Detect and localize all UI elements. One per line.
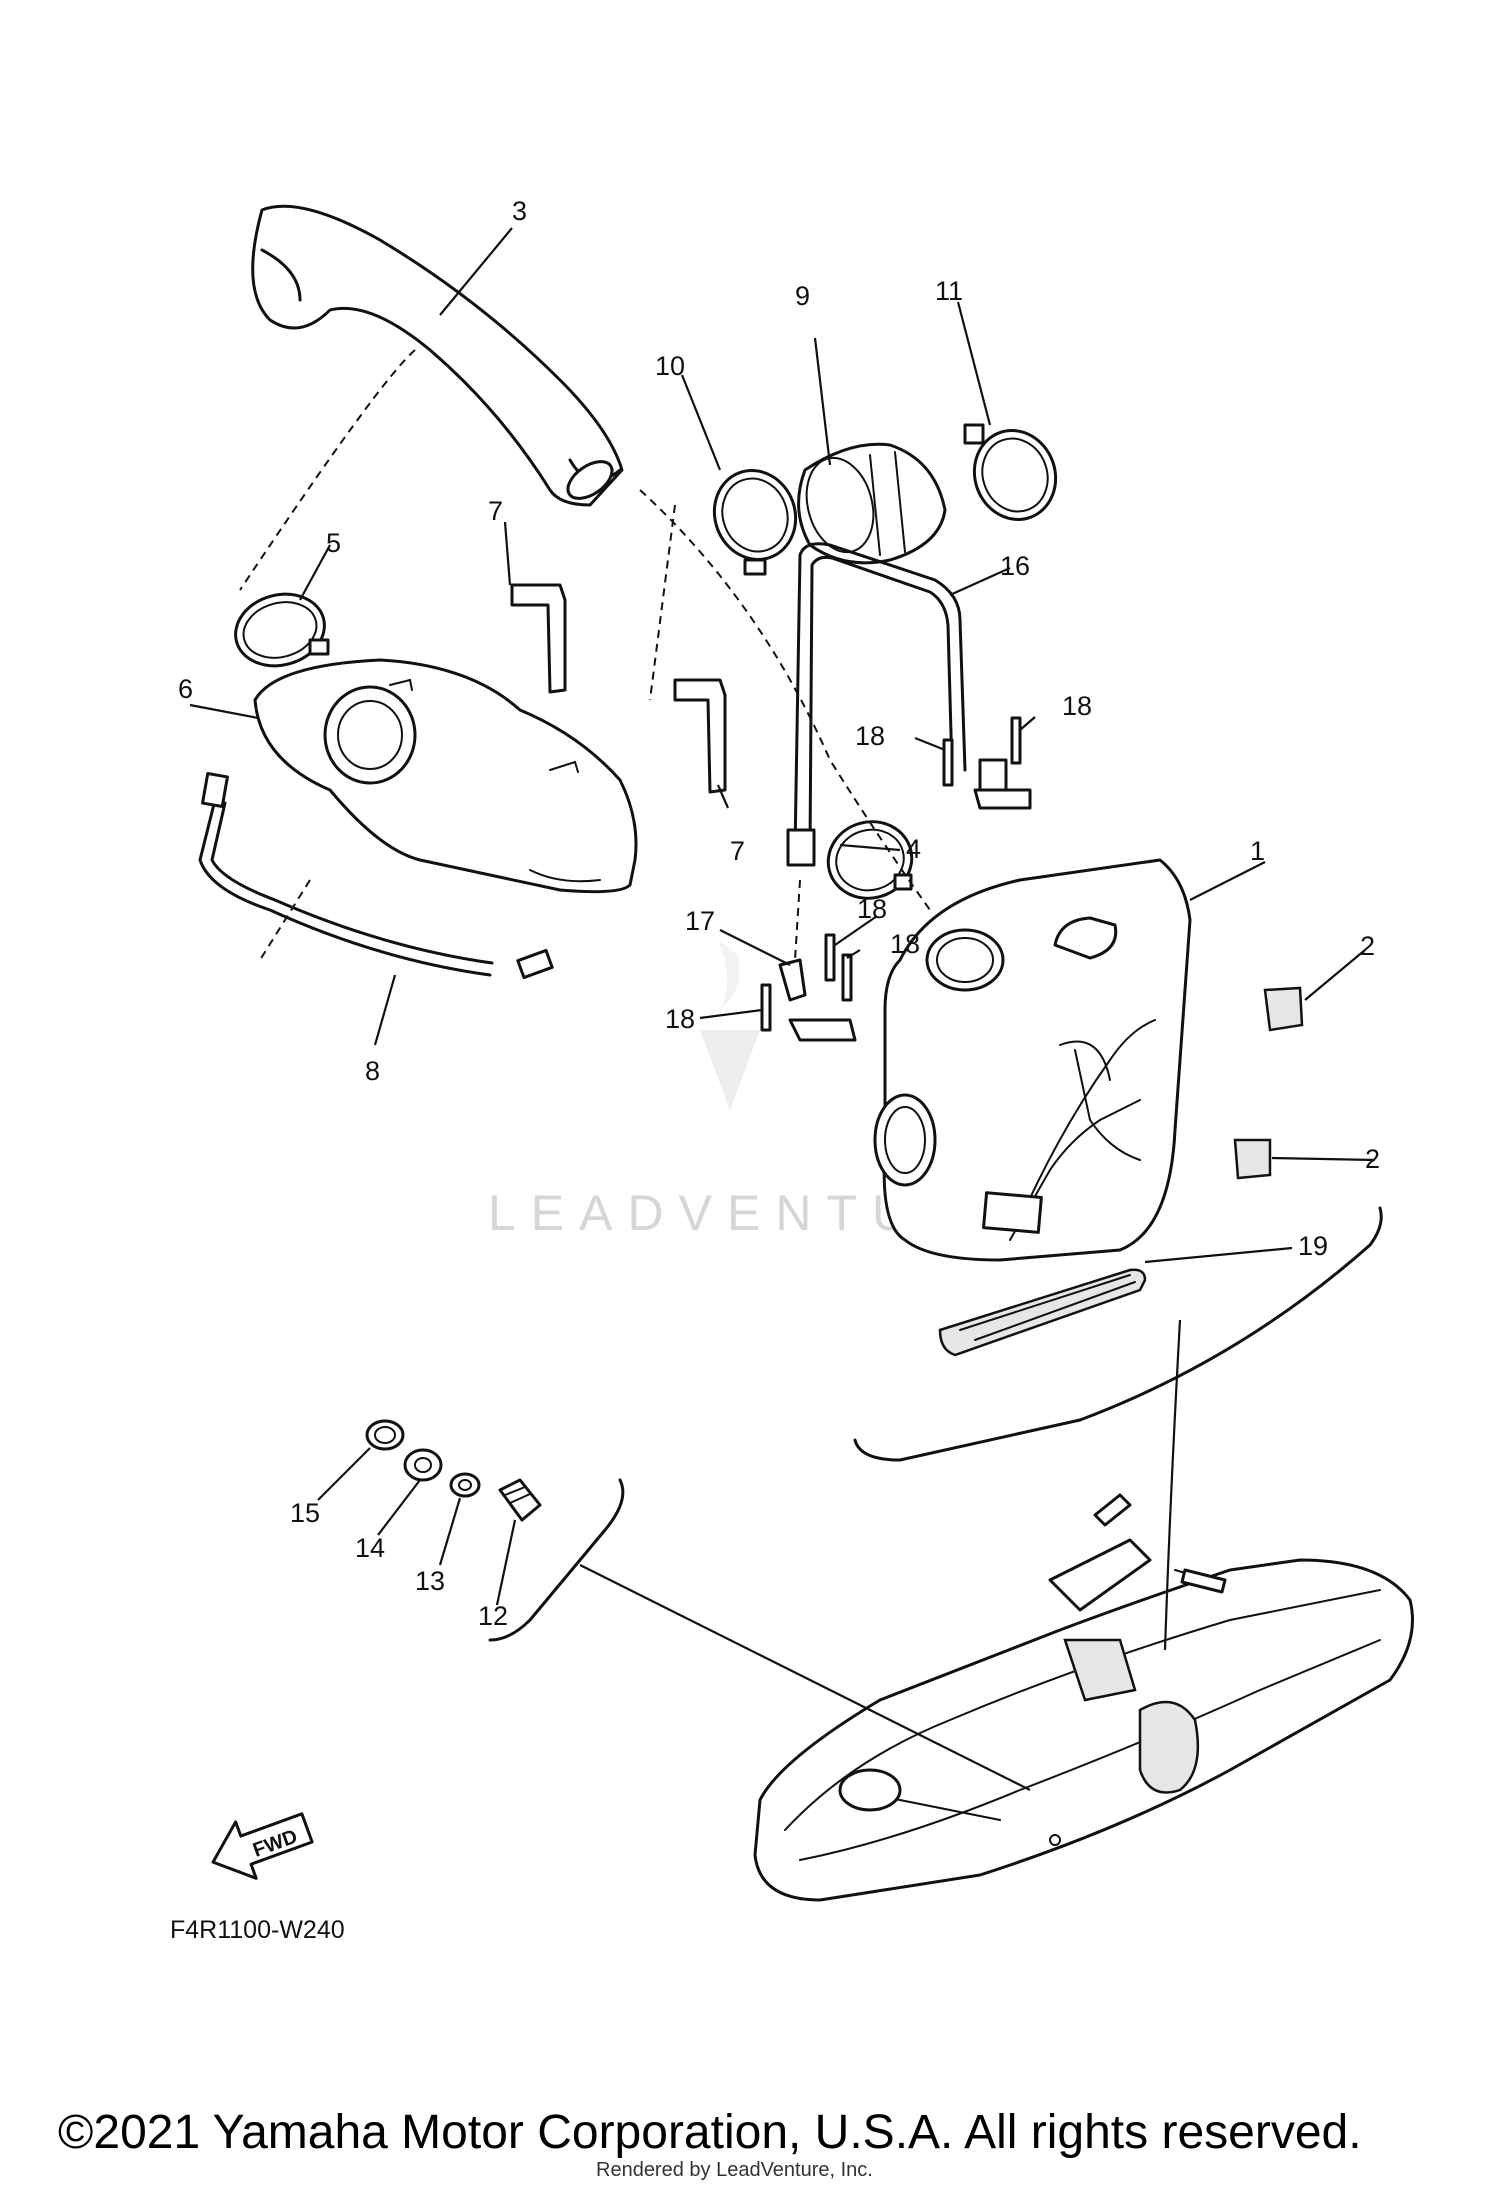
callout-4: 4 bbox=[906, 834, 921, 864]
part-16-strap bbox=[786, 542, 1008, 867]
part-4-clamp bbox=[826, 820, 914, 900]
callout-5: 5 bbox=[326, 528, 341, 558]
part-3-intake-pipe bbox=[251, 204, 624, 507]
part-2-cap-upper bbox=[1263, 986, 1304, 1032]
callout-3: 3 bbox=[512, 196, 527, 226]
part-1-water-box bbox=[873, 858, 1192, 1262]
callout-18e: 18 bbox=[665, 1004, 695, 1034]
part-13-washer bbox=[449, 1472, 481, 1498]
callout-2a: 2 bbox=[1360, 931, 1375, 961]
part-11-clamp bbox=[963, 423, 1058, 521]
callout-14: 14 bbox=[355, 1533, 385, 1563]
callout-8: 8 bbox=[365, 1056, 380, 1086]
callout-7a: 7 bbox=[488, 496, 503, 526]
callout-16: 16 bbox=[1000, 551, 1030, 581]
part-18-pins bbox=[760, 716, 1032, 1032]
part-15-clip bbox=[365, 1419, 405, 1451]
callout-18b: 18 bbox=[855, 721, 885, 751]
part-19-mat bbox=[938, 1268, 1147, 1357]
part-7-bracket-upper bbox=[510, 583, 567, 694]
fwd-arrow-icon: FWD bbox=[211, 1812, 314, 1880]
inset-bracket-left bbox=[488, 1478, 625, 1642]
part-12-drain-plug bbox=[498, 1478, 542, 1522]
part-14-nut bbox=[403, 1448, 443, 1482]
callout-18c: 18 bbox=[857, 894, 887, 924]
part-10-clamp bbox=[712, 469, 798, 576]
inset-bracket-right bbox=[853, 1206, 1383, 1462]
callout-18d: 18 bbox=[890, 929, 920, 959]
watermark-logo bbox=[700, 940, 760, 1110]
callout-18a: 18 bbox=[1062, 691, 1092, 721]
callout-19: 19 bbox=[1298, 1231, 1328, 1261]
callout-1: 1 bbox=[1250, 836, 1265, 866]
rendered-by-text: Rendered by LeadVenture, Inc. bbox=[596, 2159, 873, 2181]
callout-15: 15 bbox=[290, 1498, 320, 1528]
callout-17: 17 bbox=[685, 906, 715, 936]
part-5-clamp bbox=[234, 592, 330, 668]
part-17-bracket bbox=[778, 958, 857, 1042]
part-8-drain-hose bbox=[198, 771, 554, 980]
callout-11: 11 bbox=[935, 276, 963, 306]
leader-lines bbox=[189, 227, 1376, 1791]
part-9-joint-hose bbox=[797, 442, 947, 565]
callout-13: 13 bbox=[415, 1566, 445, 1596]
callout-9: 9 bbox=[795, 281, 810, 311]
part-7-bracket-lower bbox=[673, 678, 727, 794]
callout-2b: 2 bbox=[1365, 1144, 1380, 1174]
callout-6: 6 bbox=[178, 674, 193, 704]
callout-7b: 7 bbox=[730, 836, 745, 866]
watercraft-illustration bbox=[753, 1493, 1414, 1902]
callout-10: 10 bbox=[655, 351, 685, 381]
part-6-upper-box bbox=[253, 658, 638, 894]
part-2-cap-lower bbox=[1233, 1138, 1272, 1180]
callout-12: 12 bbox=[478, 1601, 508, 1631]
copyright-text: ©2021 Yamaha Motor Corporation, U.S.A. A… bbox=[58, 2106, 1362, 2159]
diagram-code: F4R1100-W240 bbox=[170, 1916, 345, 1944]
callout-labels: 1 2 2 3 4 5 6 7 7 8 9 10 11 12 13 14 15 … bbox=[178, 196, 1380, 1631]
